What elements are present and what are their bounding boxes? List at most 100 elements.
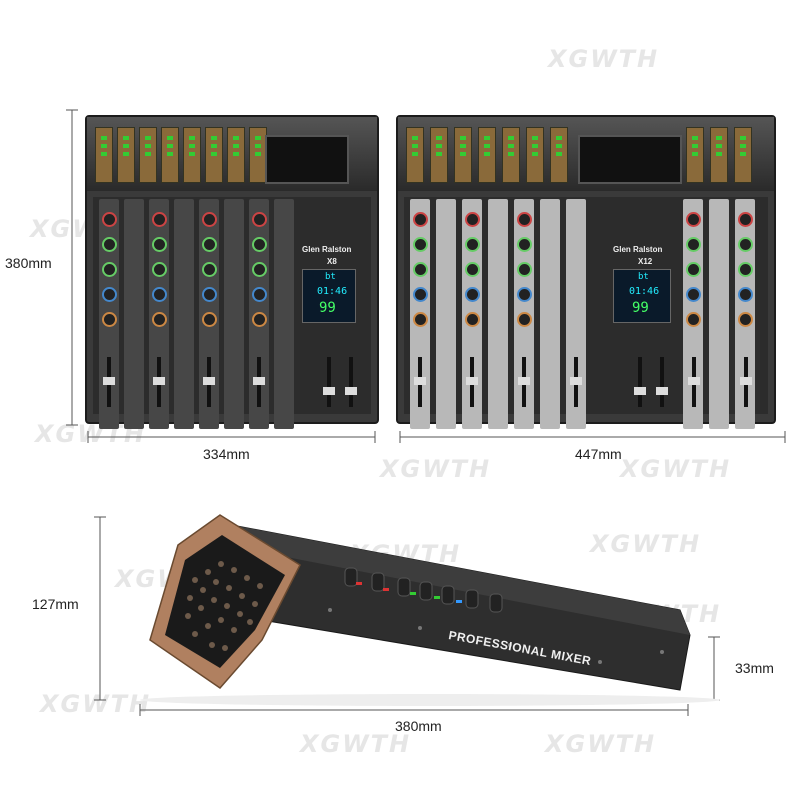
eq-knob[interactable] — [202, 262, 217, 277]
aux-knob[interactable] — [102, 287, 117, 302]
channel-fader[interactable] — [203, 357, 215, 407]
eq-knob[interactable] — [738, 237, 753, 252]
level-meter — [161, 127, 179, 183]
channel-fader[interactable] — [518, 357, 530, 407]
channel-fader[interactable] — [570, 357, 582, 407]
gain-knob[interactable] — [202, 212, 217, 227]
dimension-thickness-front: 33mm — [735, 660, 774, 676]
pan-knob[interactable] — [517, 312, 532, 327]
level-meter — [526, 127, 544, 183]
eq-knob[interactable] — [465, 262, 480, 277]
mixer-x12-front-view: Glen Ralston X12 bt 01:46 99 — [396, 115, 776, 429]
pan-knob[interactable] — [252, 312, 267, 327]
pan-knob[interactable] — [202, 312, 217, 327]
gain-knob[interactable] — [517, 212, 532, 227]
channel-fader[interactable] — [414, 357, 426, 407]
model-label: X12 — [638, 257, 653, 266]
level-meter — [227, 127, 245, 183]
master-fader[interactable] — [345, 357, 357, 407]
lcd-number: 99 — [319, 300, 336, 316]
gain-knob[interactable] — [252, 212, 267, 227]
brand-label: Glen Ralston — [613, 245, 663, 254]
gain-knob[interactable] — [413, 212, 428, 227]
aux-knob[interactable] — [202, 287, 217, 302]
aux-knob[interactable] — [152, 287, 167, 302]
channel-strip — [224, 199, 244, 429]
channel-fader[interactable] — [688, 357, 700, 407]
aux-knob[interactable] — [686, 287, 701, 302]
master-fader[interactable] — [656, 357, 668, 407]
aux-knob[interactable] — [465, 287, 480, 302]
channel-strip — [540, 199, 560, 429]
channel-fader[interactable] — [740, 357, 752, 407]
aux-knob[interactable] — [738, 287, 753, 302]
eq-knob[interactable] — [102, 262, 117, 277]
pan-knob[interactable] — [102, 312, 117, 327]
lcd-display: bt 01:46 99 — [302, 269, 356, 323]
level-meter — [734, 127, 752, 183]
model-label: X8 — [327, 257, 337, 266]
lcd-time: 01:46 — [317, 286, 348, 297]
brand-label: Glen Ralston — [302, 245, 352, 254]
gain-knob[interactable] — [738, 212, 753, 227]
channel-fader[interactable] — [253, 357, 265, 407]
gain-knob[interactable] — [102, 212, 117, 227]
eq-knob[interactable] — [152, 237, 167, 252]
level-meter — [406, 127, 424, 183]
eq-knob[interactable] — [413, 237, 428, 252]
lcd-time: 01:46 — [629, 286, 660, 297]
level-meter — [454, 127, 472, 183]
channel-strip — [488, 199, 508, 429]
pan-knob[interactable] — [686, 312, 701, 327]
channel-fader[interactable] — [153, 357, 165, 407]
eq-knob[interactable] — [517, 262, 532, 277]
eq-knob[interactable] — [686, 262, 701, 277]
level-meter — [95, 127, 113, 183]
lcd-top-text: bt — [325, 272, 336, 282]
eq-knob[interactable] — [252, 237, 267, 252]
eq-knob[interactable] — [738, 262, 753, 277]
top-screen — [265, 135, 349, 184]
channel-strip — [566, 199, 586, 429]
dimension-width-large: 447mm — [575, 446, 622, 462]
level-meter — [205, 127, 223, 183]
level-meter — [710, 127, 728, 183]
top-screen — [578, 135, 682, 184]
lcd-display: bt 01:46 99 — [613, 269, 671, 323]
channel-strip — [174, 199, 194, 429]
channel-fader[interactable] — [466, 357, 478, 407]
eq-knob[interactable] — [517, 237, 532, 252]
eq-knob[interactable] — [465, 237, 480, 252]
lcd-number: 99 — [632, 300, 649, 316]
gain-knob[interactable] — [686, 212, 701, 227]
channel-fader[interactable] — [103, 357, 115, 407]
eq-knob[interactable] — [102, 237, 117, 252]
aux-knob[interactable] — [252, 287, 267, 302]
master-fader[interactable] — [634, 357, 646, 407]
eq-knob[interactable] — [686, 237, 701, 252]
pan-knob[interactable] — [738, 312, 753, 327]
pan-knob[interactable] — [152, 312, 167, 327]
level-meter — [478, 127, 496, 183]
aux-knob[interactable] — [517, 287, 532, 302]
eq-knob[interactable] — [202, 237, 217, 252]
watermark: XGWTH — [380, 455, 492, 483]
gain-knob[interactable] — [152, 212, 167, 227]
channel-strip — [436, 199, 456, 429]
eq-knob[interactable] — [413, 262, 428, 277]
pan-knob[interactable] — [465, 312, 480, 327]
eq-knob[interactable] — [252, 262, 267, 277]
mixer-x8-front-view: Glen Ralston X8 bt 01:46 99 — [85, 115, 379, 429]
pan-knob[interactable] — [413, 312, 428, 327]
level-meter — [550, 127, 568, 183]
watermark: XGWTH — [590, 530, 702, 558]
level-meter — [502, 127, 520, 183]
aux-knob[interactable] — [413, 287, 428, 302]
watermark: XGWTH — [300, 730, 412, 758]
level-meter — [430, 127, 448, 183]
eq-knob[interactable] — [152, 262, 167, 277]
master-fader[interactable] — [323, 357, 335, 407]
gain-knob[interactable] — [465, 212, 480, 227]
